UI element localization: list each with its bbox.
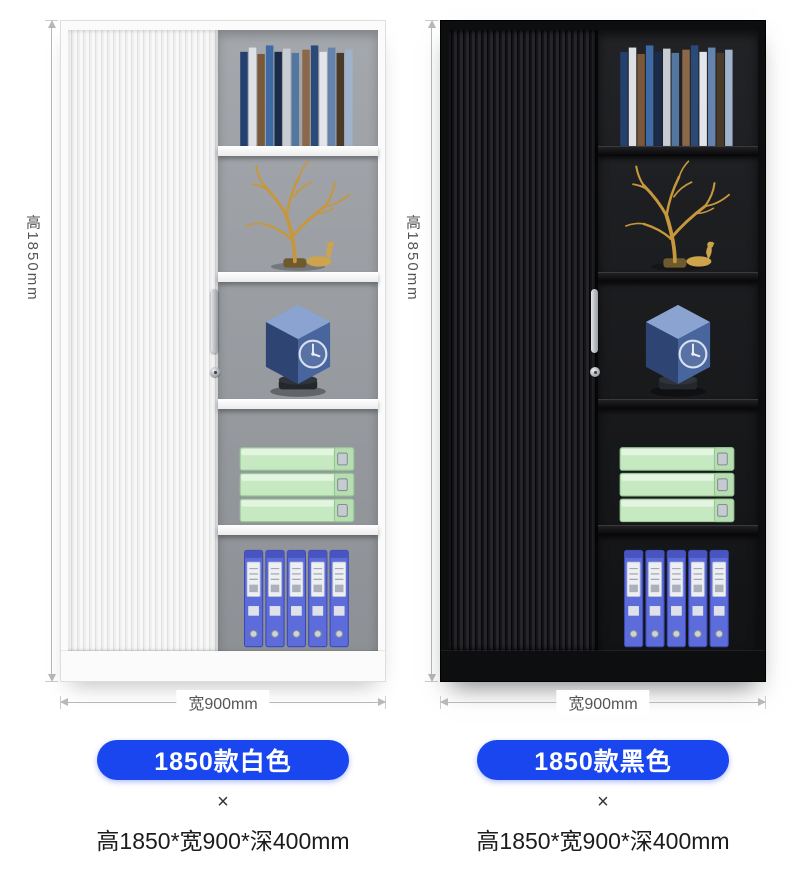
- shelf: [218, 524, 378, 535]
- shelf: [598, 398, 758, 409]
- magazines-decor: [223, 39, 373, 146]
- height-dimension-line: [427, 20, 436, 682]
- multiply-symbol: ×: [217, 791, 229, 813]
- shelf: [218, 272, 378, 283]
- compartment-clock: [598, 282, 758, 398]
- compartment-file-boxes: [598, 409, 758, 525]
- cabinet-plinth: [61, 650, 385, 681]
- width-dimension-label: 宽900mm: [556, 690, 650, 714]
- cabinet-white: [60, 20, 386, 682]
- compartment-ornament: [598, 156, 758, 272]
- width-dimension-label: 宽900mm: [176, 690, 270, 714]
- cube-clock-decor: [603, 292, 753, 399]
- door-handle: [211, 289, 218, 353]
- compartment-ornament: [218, 156, 378, 272]
- multiply-symbol: ×: [597, 791, 609, 813]
- height-dimension-line: [47, 20, 56, 682]
- height-dimension: 高1850mm: [404, 20, 440, 682]
- width-dimension: 宽900mm: [440, 687, 766, 719]
- binders-decor: [603, 544, 753, 651]
- cabinet-interior: [218, 30, 378, 651]
- tambour-door: [68, 30, 218, 651]
- cube-clock-decor: [223, 292, 373, 399]
- file-boxes-decor: [603, 439, 753, 525]
- shelf: [598, 272, 758, 283]
- product-caption-white: 1850款白色 × 高1850*宽900*深400mm: [60, 740, 386, 856]
- shelf: [218, 398, 378, 409]
- model-badge: 1850款黑色: [477, 740, 729, 780]
- compartment-binders: [598, 535, 758, 651]
- height-dimension: 高1850mm: [24, 20, 60, 682]
- lock-keyhole: [210, 367, 220, 377]
- product-spec-image: 高1850mm: [24, 20, 766, 856]
- compartment-magazines: [218, 30, 378, 146]
- tree-ornament-decor: [225, 157, 371, 272]
- height-dimension-label: 高1850mm: [404, 214, 421, 302]
- product-caption-black: 1850款黑色 × 高1850*宽900*深400mm: [440, 740, 766, 856]
- door-handle: [591, 289, 598, 353]
- compartment-binders: [218, 535, 378, 651]
- compartment-clock: [218, 282, 378, 398]
- cabinet-plinth: [441, 650, 765, 681]
- cabinet-figure-white: 高1850mm: [24, 20, 386, 682]
- compartment-file-boxes: [218, 409, 378, 525]
- cabinet-black: [440, 20, 766, 682]
- product-column-white: 高1850mm: [24, 20, 386, 856]
- cabinet-figure-black: 高1850mm: [404, 20, 766, 682]
- product-column-black: 高1850mm: [404, 20, 766, 856]
- tambour-door: [448, 30, 598, 651]
- compartment-magazines: [598, 30, 758, 146]
- height-dimension-label: 高1850mm: [24, 214, 41, 302]
- shelf: [598, 146, 758, 157]
- shelf: [598, 524, 758, 535]
- shelf: [218, 146, 378, 157]
- model-badge: 1850款白色: [97, 740, 349, 780]
- width-dimension: 宽900mm: [60, 687, 386, 719]
- spec-text: 高1850*宽900*深400mm: [96, 828, 350, 854]
- cabinet-interior: [598, 30, 758, 651]
- magazines-decor: [603, 39, 753, 146]
- file-boxes-decor: [223, 439, 373, 525]
- binders-decor: [223, 544, 373, 651]
- lock-keyhole: [590, 367, 600, 377]
- tree-ornament-decor: [605, 157, 751, 272]
- spec-text: 高1850*宽900*深400mm: [476, 828, 730, 854]
